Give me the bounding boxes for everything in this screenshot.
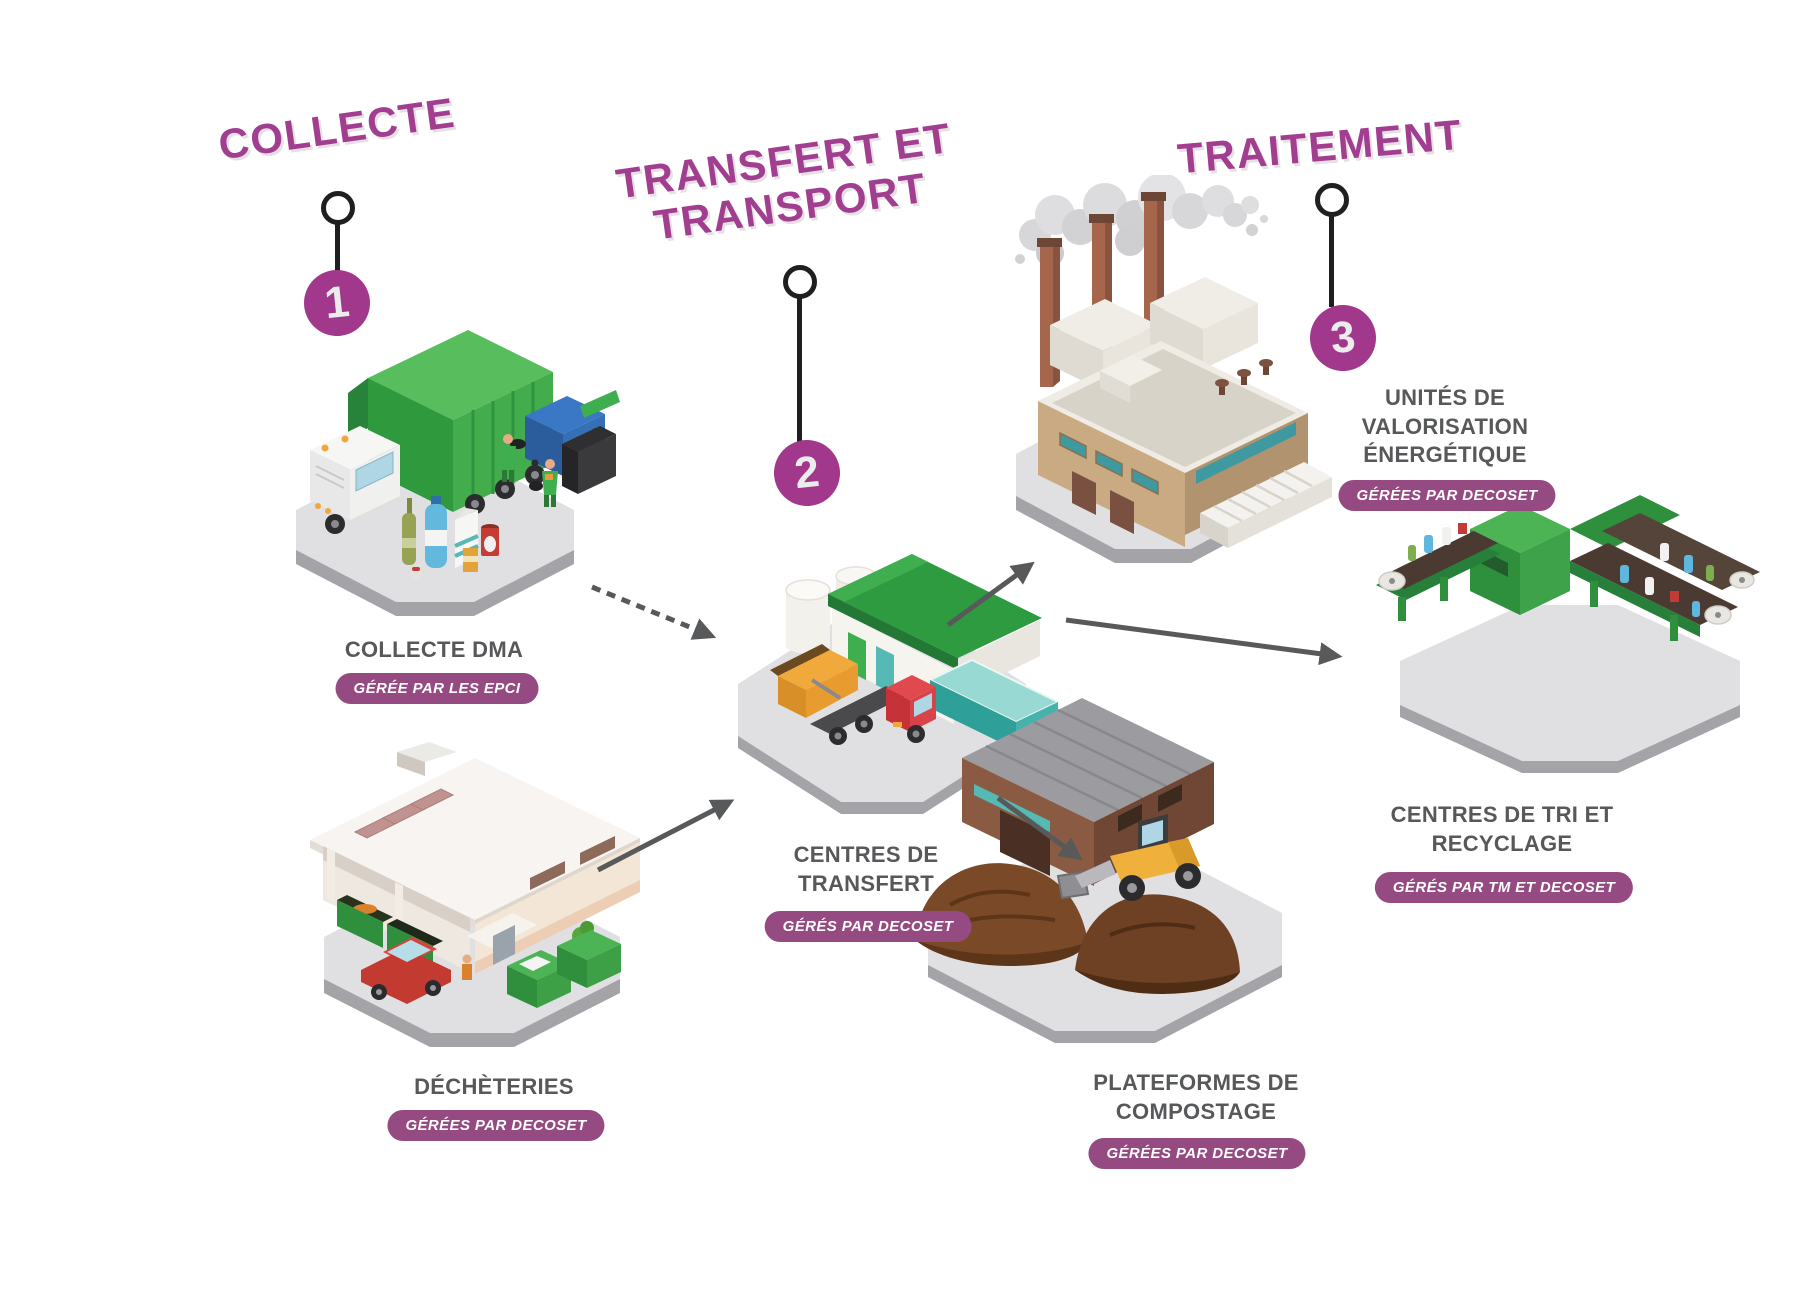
node-label-line: COMPOSTAGE: [1115, 1098, 1277, 1124]
factory-main-building: [1038, 341, 1308, 547]
storage-silo: [785, 579, 831, 654]
node-label-line: RECYCLAGE: [1431, 830, 1573, 856]
conveyor-belt-right-front: [1570, 543, 1738, 641]
stage-heading-collecte: COLLECTE: [156, 81, 519, 177]
pin-stem-3: [1329, 215, 1334, 307]
pin-stem-2: [797, 297, 802, 443]
visitor-car: [361, 937, 451, 1004]
node-label-line: COLLECTE DMA: [344, 637, 524, 662]
arrow-transfert-to-tri: [1065, 617, 1343, 666]
tipper-container: [770, 644, 858, 718]
platform: [1400, 605, 1740, 773]
badge-compostage: GÉRÉES PAR DECOSET: [1088, 1138, 1306, 1169]
scene-collecte-dma-illustration: [296, 330, 620, 616]
node-label-centres-transfert: CENTRES DE TRANSFERT: [794, 841, 939, 898]
node-label-compostage: PLATEFORMES DE COMPOSTAGE: [1093, 1069, 1298, 1126]
node-label-uve: UNITÉS DE VALORISATION ÉNERGÉTIQUE: [1362, 384, 1529, 470]
stage-heading-line: COLLECTE: [215, 88, 459, 169]
scene-compostage-illustration: [915, 698, 1282, 1043]
arrow-transfert-to-compostage: [996, 795, 1083, 861]
compost-pile: [1075, 894, 1240, 994]
stage-number-text: 2: [792, 446, 822, 499]
waste-skip: [337, 895, 393, 948]
node-label-line: DÉCHÈTERIES: [414, 1074, 574, 1099]
pin-ring-2: [783, 265, 817, 299]
bulky-waste-items: [402, 496, 499, 579]
badge-centres-transfert: GÉRÉS PAR DECOSET: [764, 911, 972, 942]
dark-dumpster: [562, 390, 620, 494]
node-label-decheteries: DÉCHÈTERIES: [414, 1073, 574, 1102]
wheel-loader: [1056, 814, 1201, 901]
node-label-line: PLATEFORMES DE: [1093, 1070, 1299, 1095]
ribbed-awning: [1200, 462, 1332, 548]
waste-worker: [500, 434, 526, 482]
node-label-centres-tri: CENTRES DE TRI ET RECYCLAGE: [1391, 801, 1614, 858]
node-label-collecte-dma: COLLECTE DMA: [345, 636, 523, 665]
conveyor-belt-left: [1376, 523, 1500, 621]
visitor-person: [462, 954, 472, 980]
badge-collecte-dma: GÉRÉE PAR LES EPCI: [335, 673, 539, 704]
scene-uve-factory-illustration: [1015, 175, 1332, 563]
arrow-transfert-to-uve: [946, 561, 1035, 628]
node-label-line: CENTRES DE TRI ET: [1390, 802, 1614, 827]
pin-ring-1: [321, 191, 355, 225]
pin-ring-3: [1315, 183, 1349, 217]
transfer-truck: [810, 675, 936, 745]
conveyor-belt-right-rear: [1602, 513, 1760, 590]
stage-number-2: 2: [770, 436, 844, 510]
green-waste-container: [557, 921, 621, 988]
garbage-truck: [310, 330, 553, 534]
scene-centre-transfert-illustration: [738, 554, 1061, 814]
pin-stem-1: [335, 223, 340, 275]
arrow-decheteries-to-transfert: [596, 799, 735, 873]
node-label-line: UNITÉS DE: [1384, 385, 1506, 410]
badge-centres-tri: GÉRÉS PAR TM ET DECOSET: [1374, 872, 1634, 903]
scene-centre-tri-illustration: [1376, 495, 1760, 773]
badge-decheteries: GÉRÉES PAR DECOSET: [387, 1110, 605, 1141]
node-label-line: ÉNERGÉTIQUE: [1363, 442, 1527, 468]
node-label-line: TRANSFERT: [798, 870, 934, 896]
waste-worker: [529, 459, 558, 507]
scene-decheterie-illustration: [310, 742, 640, 1047]
node-label-line: CENTRES DE: [793, 842, 939, 867]
node-label-line: VALORISATION: [1361, 413, 1529, 439]
truck-wheels: [325, 465, 545, 534]
badge-uve: GÉRÉES PAR DECOSET: [1338, 480, 1556, 511]
recycling-centre-building: [310, 742, 640, 974]
arrow-dma-to-transfert: [591, 584, 717, 640]
